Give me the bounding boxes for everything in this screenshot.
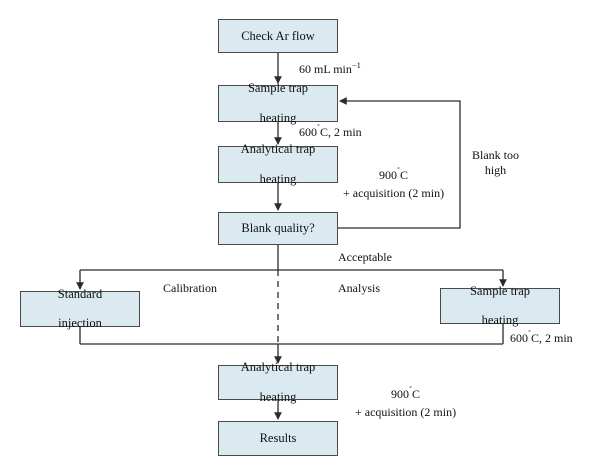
temp-value: 900 (379, 168, 398, 182)
line-1: Standard (57, 286, 103, 301)
edge-label-calibration: Calibration (163, 281, 217, 296)
degree-symbol: ˚ (317, 123, 320, 133)
flow-unit: mL min (314, 62, 352, 76)
acceptable-text: Acceptable (338, 250, 392, 264)
temp-scale: C (412, 387, 421, 401)
line-2: heating (259, 110, 297, 125)
node-results-label: Results (259, 431, 297, 446)
temp-value: 600 (510, 331, 528, 345)
node-blank-quality-label: Blank quality? (241, 221, 315, 236)
acquisition-line: + acquisition (2 min) (343, 186, 445, 200)
acquisition-line: + acquisition (2 min) (355, 405, 457, 419)
temp-line: 900˚C (355, 385, 456, 402)
temp-value: 600 (299, 125, 317, 139)
analysis-text: Analysis (338, 281, 380, 295)
node-analytical-trap-heating-1-label: Analytical trap heating (233, 142, 324, 186)
node-results[interactable]: Results (218, 421, 338, 456)
edge-label-sample-trap-condition-2: 600˚C, 2 min (510, 329, 573, 346)
line-1: Sample trap (247, 81, 309, 96)
temp-scale: C (531, 331, 540, 345)
duration: , 2 min (539, 331, 573, 345)
edge-label-analytical-trap-condition-2: 900˚C + acquisition (2 min) (355, 385, 457, 420)
flow-value: 60 (299, 62, 311, 76)
line-2: injection (58, 316, 102, 331)
temp-scale: C (320, 125, 329, 139)
line-1: Analytical trap (240, 142, 316, 157)
degree-symbol: ˚ (409, 385, 413, 395)
node-sample-trap-heating-2-label: Sample trap heating (462, 284, 538, 328)
edge-label-analysis: Analysis (338, 281, 380, 296)
edge-label-acceptable: Acceptable (338, 250, 392, 265)
line-2: high (484, 163, 507, 177)
degree-symbol: ˚ (397, 166, 401, 176)
line-1: Blank too (472, 148, 519, 162)
edge-label-ar-flow-rate: 60 mL min−1 (299, 60, 361, 77)
line-2: heating (259, 171, 297, 186)
edge-label-analytical-trap-condition-1: 900˚C + acquisition (2 min) (343, 166, 445, 201)
node-blank-quality[interactable]: Blank quality? (218, 212, 338, 245)
connector-blank-feedback-loop (338, 97, 461, 229)
degree-symbol: ˚ (528, 329, 531, 339)
node-sample-trap-heating-1[interactable]: Sample trap heating (218, 81, 338, 125)
node-standard-injection[interactable]: Standard injection (20, 287, 140, 330)
node-sample-trap-heating-2[interactable]: Sample trap heating (440, 284, 560, 327)
node-standard-injection-label: Standard injection (50, 287, 110, 331)
duration: , 2 min (328, 125, 362, 139)
line-1: Sample trap (469, 283, 531, 298)
edge-label-sample-trap-condition-1: 600˚C, 2 min (299, 123, 362, 140)
node-analytical-trap-heating-2-label: Analytical trap heating (233, 360, 324, 404)
node-sample-trap-heating-1-label: Sample trap heating (240, 81, 316, 125)
calibration-text: Calibration (163, 281, 217, 295)
line-1: Analytical trap (240, 360, 316, 375)
line-2: heating (259, 389, 297, 404)
node-analytical-trap-heating-2[interactable]: Analytical trap heating (218, 360, 338, 404)
temp-scale: C (400, 168, 409, 182)
flow-exponent: −1 (351, 60, 361, 70)
node-analytical-trap-heating-1[interactable]: Analytical trap heating (218, 142, 338, 186)
temp-value: 900 (391, 387, 410, 401)
temp-line: 900˚C (343, 166, 444, 183)
node-check-ar-flow[interactable]: Check Ar flow (218, 19, 338, 53)
line-2: heating (481, 313, 519, 328)
node-check-ar-flow-label: Check Ar flow (241, 28, 315, 43)
edge-label-blank-too-high: Blank too high (472, 148, 519, 178)
